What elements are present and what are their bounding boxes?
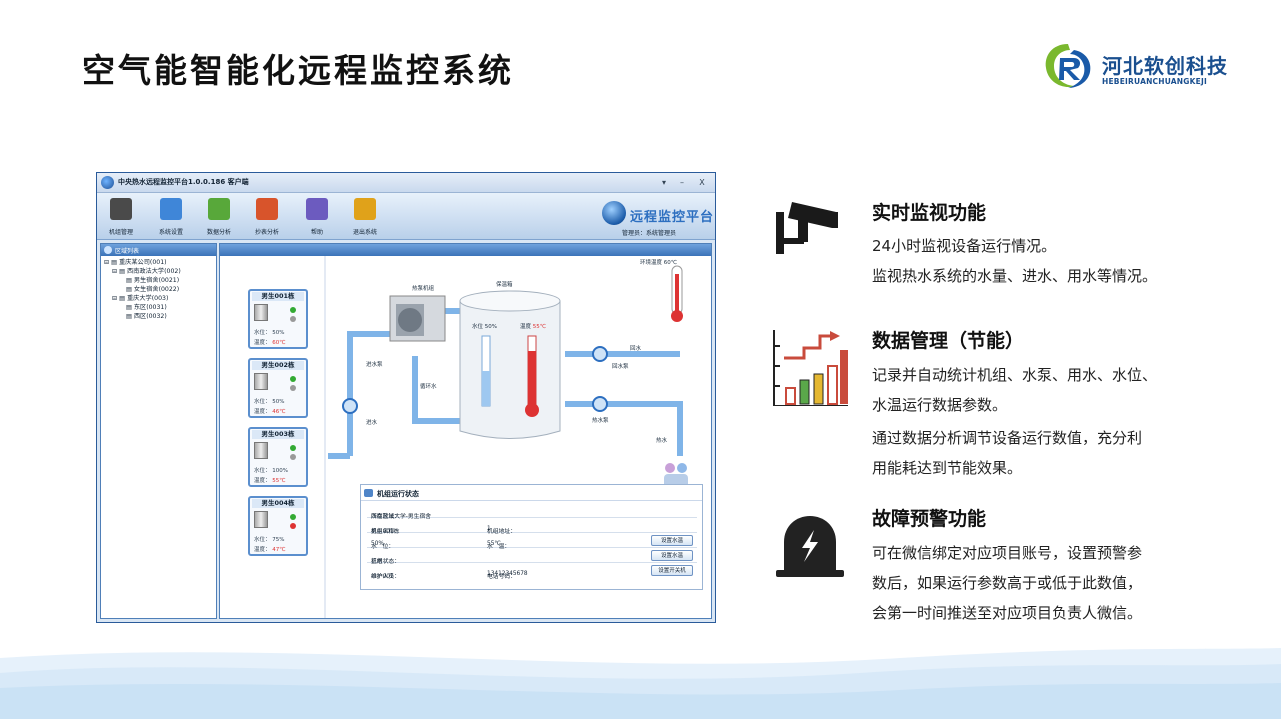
app-window: 中央热水远程监控平台1.0.0.186 客户端 ▾ – X 机组管理 系统设置 … bbox=[96, 172, 716, 623]
hot-pump-label: 热水泵 bbox=[592, 418, 609, 424]
tank-level-label: 水位 50% bbox=[472, 324, 497, 330]
feature-realtime: 实时监视功能 24小时监视设备运行情况。 监视热水系统的水量、进水、用水等情况。 bbox=[770, 198, 1230, 298]
tree-item-company[interactable]: ⊟ ▤ 重庆某公司(001) bbox=[104, 259, 167, 266]
data-analysis-icon bbox=[208, 198, 230, 220]
unit-card-2[interactable]: 男生002栋 水位： 50% 温度： 46℃ bbox=[248, 358, 308, 418]
cctv-camera-icon bbox=[776, 202, 838, 254]
tree-item-east[interactable]: ▤ 东区(0031) bbox=[126, 304, 167, 311]
window-minimize-button[interactable]: – bbox=[680, 178, 684, 187]
feature-text: 24小时监视设备运行情况。 bbox=[872, 237, 1057, 255]
feature-text: 数后，如果运行参数高于或低于此数值， bbox=[872, 574, 1143, 592]
toolbar-system-settings-button[interactable]: 系统设置 bbox=[149, 196, 193, 238]
set-power-button[interactable]: 设置开关机 bbox=[651, 565, 693, 576]
logo-chinese-name: 河北软创科技 bbox=[1102, 54, 1228, 78]
app-icon bbox=[101, 176, 114, 189]
feature-text: 会第一时间推送至对应项目负责人微信。 bbox=[872, 604, 1143, 622]
unit-icon bbox=[254, 304, 268, 321]
set-level-button[interactable]: 设置水温 bbox=[651, 535, 693, 546]
company-logo: 河北软创科技 HEBEIRUANCHUANGKEJI bbox=[1040, 40, 1240, 92]
platform-brand: 远程监控平台 bbox=[630, 210, 715, 225]
tank-temp-label: 温度 55℃ bbox=[520, 324, 546, 330]
feature-text: 用能耗达到节能效果。 bbox=[872, 459, 1023, 477]
cycle-water-label: 循环水 bbox=[420, 384, 437, 390]
hot-water-label: 热水 bbox=[656, 438, 668, 444]
slide-title: 空气能智能化远程监控系统 bbox=[82, 51, 514, 90]
feature-title: 数据管理（节能） bbox=[872, 330, 1025, 352]
tree-item-cqu[interactable]: ⊟ ▤ 重庆大学(003) bbox=[112, 295, 169, 302]
platform-logo-icon bbox=[602, 201, 626, 225]
unit-status-panel: 机组运行状态 所在区域：西南政法大学-男生宿舍 机组名称：男生001栋 机组地址… bbox=[360, 484, 703, 590]
toolbar-meter-analysis-button[interactable]: 抄表分析 bbox=[245, 196, 289, 238]
toolbar-help-button[interactable]: 帮助 bbox=[295, 196, 339, 238]
system-diagram: 热泵机组 保温箱 水位 50% 温度 55℃ 环境温度 60℃ 进水泵 循环水 … bbox=[220, 256, 711, 618]
monitor-panel: 热泵机组 保温箱 水位 50% 温度 55℃ 环境温度 60℃ 进水泵 循环水 … bbox=[219, 243, 712, 619]
window-close-button[interactable]: X bbox=[699, 178, 705, 187]
feature-text: 可在微信绑定对应项目账号，设置预警参 bbox=[872, 544, 1143, 562]
logo-mark-icon bbox=[1045, 44, 1091, 88]
meter-analysis-icon bbox=[256, 198, 278, 220]
window-titlebar: 中央热水远程监控平台1.0.0.186 客户端 ▾ – X bbox=[97, 173, 715, 193]
unit-icon bbox=[254, 373, 268, 390]
area-tree-panel: 区域列表 ⊟ ▤ 重庆某公司(001) ⊟ ▤ 西南政法大学(002) ▤ 男生… bbox=[100, 243, 217, 619]
status-row-level: 水 位：50% 水 温：55℃ 设置水温 bbox=[367, 533, 697, 550]
unit-icon bbox=[254, 511, 268, 528]
unit-management-icon bbox=[110, 198, 132, 220]
feature-alarm: 故障预警功能 可在微信绑定对应项目账号，设置预警参 数后，如果运行参数高于或低于… bbox=[770, 504, 1230, 624]
feature-text: 监视热水系统的水量、进水、用水等情况。 bbox=[872, 267, 1158, 285]
env-temp-label: 环境温度 60℃ bbox=[640, 260, 677, 266]
feature-data: 数据管理（节能） 记录并自动统计机组、水泵、用水、水位、 水温运行数据参数。 通… bbox=[770, 326, 1230, 486]
monitor-panel-header bbox=[220, 244, 711, 256]
monitor-settings-icon bbox=[160, 198, 182, 220]
bar-chart-icon bbox=[773, 330, 848, 406]
toolbar-unit-management-button[interactable]: 机组管理 bbox=[99, 196, 143, 238]
decorative-wave bbox=[0, 648, 1281, 719]
exit-icon bbox=[354, 198, 376, 220]
status-row-maint: 维护人员：维护001 电话号码：13412345678 设置开关机 bbox=[367, 563, 697, 580]
status-icon bbox=[364, 489, 373, 497]
tree-item-female-dorm[interactable]: ▤ 女生宿舍(0022) bbox=[126, 286, 180, 293]
feature-text: 通过数据分析调节设备运行数值，充分利 bbox=[872, 429, 1143, 447]
toolbar: 机组管理 系统设置 数据分析 抄表分析 帮助 退出系统 bbox=[97, 193, 715, 240]
admin-label: 管理员：系统管理员 bbox=[622, 230, 677, 237]
window-menu-button[interactable]: ▾ bbox=[661, 178, 666, 187]
heat-pump-label: 热泵机组 bbox=[412, 286, 435, 292]
set-temp-button[interactable]: 设置水温 bbox=[651, 550, 693, 561]
return-water-label: 回水 bbox=[630, 346, 642, 352]
inlet-label: 进水 bbox=[366, 420, 378, 426]
alarm-lightning-icon bbox=[776, 516, 844, 577]
status-row-name: 机组名称：男生001栋 机组地址：1 bbox=[367, 518, 697, 535]
tree-item-swupl[interactable]: ⊟ ▤ 西南政法大学(002) bbox=[112, 268, 181, 275]
unit-card-4[interactable]: 男生004栋 水位： 75% 温度： 47℃ bbox=[248, 496, 308, 556]
return-pump-label: 回水泵 bbox=[612, 364, 629, 370]
tree-item-male-dorm[interactable]: ▤ 男生宿舍(0021) bbox=[126, 277, 180, 284]
status-title: 机组运行状态 bbox=[361, 485, 702, 501]
toolbar-data-analysis-button[interactable]: 数据分析 bbox=[197, 196, 241, 238]
tree-item-west[interactable]: ▤ 西区(0032) bbox=[126, 313, 167, 320]
logo-english-name: HEBEIRUANCHUANGKEJI bbox=[1102, 77, 1207, 86]
unit-icon bbox=[254, 442, 268, 459]
list-icon bbox=[104, 246, 112, 254]
status-row-state: 机组状态：正常 设置水温 bbox=[367, 548, 697, 565]
tank-label: 保温箱 bbox=[496, 282, 513, 288]
status-row-area: 所在区域：西南政法大学-男生宿舍 bbox=[367, 503, 697, 520]
area-tree-header: 区域列表 bbox=[101, 244, 216, 256]
unit-card-1[interactable]: 男生001栋 水位： 50% 温度： 60℃ bbox=[248, 289, 308, 349]
pipe-diagram bbox=[324, 256, 688, 618]
feature-text: 水温运行数据参数。 bbox=[872, 396, 1008, 414]
feature-title: 实时监视功能 bbox=[872, 202, 987, 224]
unit-card-3[interactable]: 男生003栋 水位： 100% 温度： 55℃ bbox=[248, 427, 308, 487]
toolbar-exit-button[interactable]: 退出系统 bbox=[343, 196, 387, 238]
feature-title: 故障预警功能 bbox=[872, 508, 987, 530]
window-title: 中央热水远程监控平台1.0.0.186 客户端 bbox=[118, 178, 249, 186]
feature-text: 记录并自动统计机组、水泵、用水、水位、 bbox=[872, 366, 1158, 384]
help-icon bbox=[306, 198, 328, 220]
supply-pump-label: 进水泵 bbox=[366, 362, 383, 368]
